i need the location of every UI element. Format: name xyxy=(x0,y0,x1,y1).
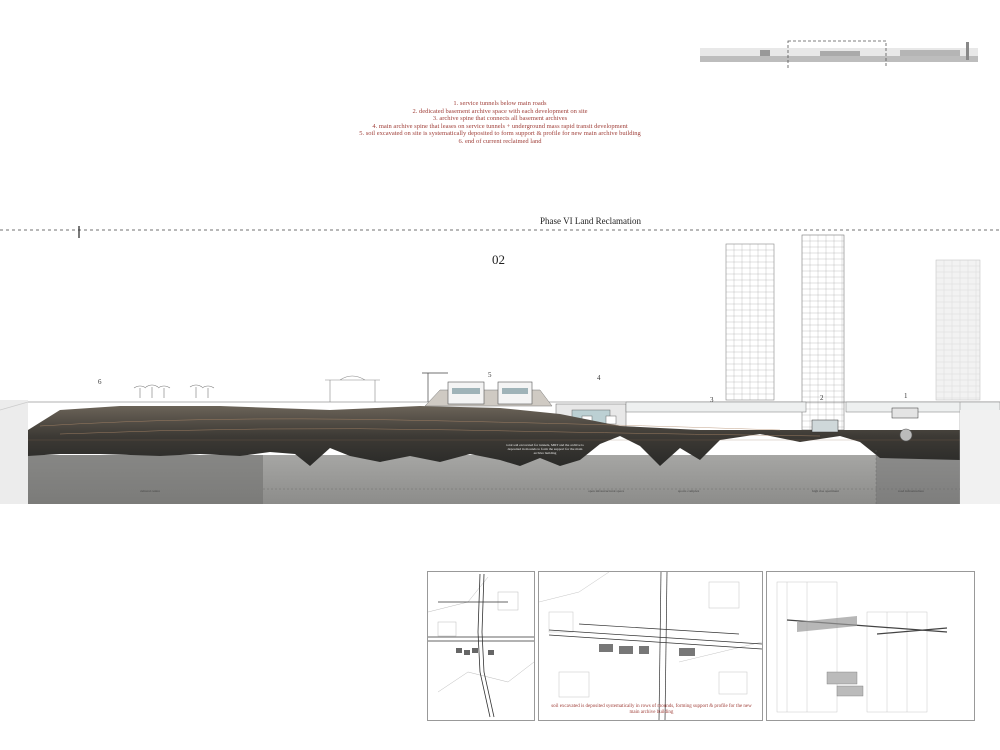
zone-label-sports-complex: sports complex xyxy=(678,489,700,493)
crane xyxy=(422,372,448,402)
legend-item-1: 1. service tunnels below main roads xyxy=(453,100,547,107)
zone-label-cultural-centre: cultural centre xyxy=(140,489,161,493)
site-plan-panel xyxy=(427,571,535,721)
soil-deposit-note: total soil excavated for tunnels, MRT an… xyxy=(506,443,584,455)
reclamation-line xyxy=(0,226,1000,238)
section-number: 02 xyxy=(492,252,505,267)
zone-label-high-rise: high rise apartment xyxy=(812,489,840,493)
legend-item-2: 2. dedicated basement archive space with… xyxy=(412,107,588,115)
canopy-structure xyxy=(325,375,380,402)
plan-detail-panel: soil excavated is deposited systematical… xyxy=(538,571,763,721)
tower-right xyxy=(935,259,981,401)
service-tunnel xyxy=(899,428,913,442)
key-plan-thumbnail xyxy=(700,40,978,68)
key-plan-highlight xyxy=(787,40,887,68)
axonometric-panel xyxy=(766,571,975,721)
callout-1: 1 xyxy=(904,392,908,400)
main-archive-building xyxy=(424,381,553,407)
callout-5: 5 xyxy=(488,371,492,379)
plan-caption: soil excavated is deposited systematical… xyxy=(551,704,752,715)
palm-trees xyxy=(133,384,215,398)
legend-item-5: 5. soil excavated on site is systematica… xyxy=(359,130,641,138)
callout-2: 2 xyxy=(820,394,824,402)
long-section-drawing xyxy=(0,234,1000,504)
legend: 1. service tunnels below main roads 2. d… xyxy=(330,100,670,146)
archive-spine-roof xyxy=(625,401,1000,413)
callout-4: 4 xyxy=(597,374,601,382)
basement-archive xyxy=(811,407,919,433)
zone-label-infrastructural-space: open infrastructural space xyxy=(588,489,625,493)
zone-label-road-infrastructure: road infrastructure xyxy=(898,489,924,493)
callout-6: 6 xyxy=(98,378,102,386)
legend-item-6: 6. end of current reclaimed land xyxy=(458,137,542,145)
legend-item-3: 3. archive spine that connects all basem… xyxy=(432,115,568,123)
excavated-soil-mounds xyxy=(28,406,960,466)
callout-3: 3 xyxy=(710,396,714,404)
phase-title: Phase VI Land Reclamation xyxy=(540,216,642,226)
legend-item-4: 4. main archive spine that leases on ser… xyxy=(372,122,628,130)
